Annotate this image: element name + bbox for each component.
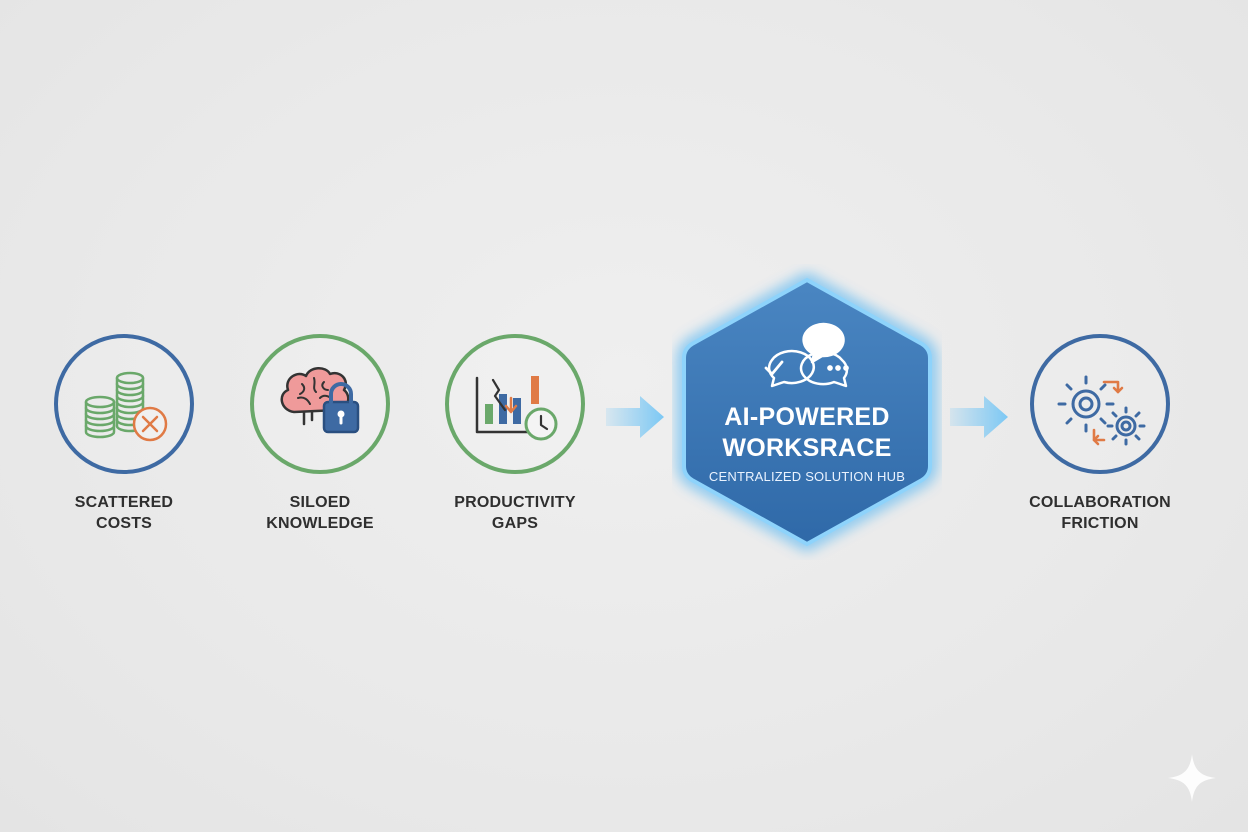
gears-icon	[1057, 375, 1146, 446]
label-line-1: SILOED	[289, 494, 351, 511]
scattered-costs-label: SCATTERED COSTS	[34, 492, 214, 534]
label-line-1: SCATTERED	[74, 494, 174, 511]
chart-clock-icon	[475, 376, 558, 441]
siloed-knowledge-node	[250, 334, 390, 474]
coins-x-icon	[84, 371, 168, 442]
label-line-1: COLLABORATION	[1029, 494, 1171, 511]
sparkle-icon	[1168, 754, 1216, 802]
ai-workspace-hub: AI-POWERED WORKSRACE CENTRALIZED SOLUTIO…	[672, 264, 942, 560]
productivity-gaps-node	[445, 334, 585, 474]
scattered-costs-node	[54, 334, 194, 474]
chat-bubbles-icon	[764, 322, 849, 388]
label-line-2: COSTS	[95, 515, 153, 532]
siloed-knowledge-label: SILOED KNOWLEDGE	[230, 492, 410, 534]
hub-subtitle: CENTRALIZED SOLUTION HUB	[708, 469, 906, 484]
hub-title-line-1: AI-POWERED	[724, 403, 890, 431]
label-line-2: GAPS	[491, 515, 539, 532]
brain-lock-icon	[280, 367, 360, 434]
hub-title-line-2: WORKSRACE	[722, 434, 892, 462]
hub-hexagon	[678, 273, 936, 551]
collaboration-friction-node	[1030, 334, 1170, 474]
collaboration-friction-label: COLLABORATION FRICTION	[1010, 492, 1190, 534]
productivity-gaps-label: PRODUCTIVITY GAPS	[425, 492, 605, 534]
label-line-2: FRICTION	[1061, 515, 1139, 532]
arrow-right-icon	[606, 396, 664, 438]
label-line-2: KNOWLEDGE	[266, 515, 374, 532]
label-line-1: PRODUCTIVITY	[454, 494, 576, 511]
hub-title: AI-POWERED WORKSRACE	[672, 402, 942, 464]
arrow-right-icon	[950, 396, 1008, 438]
